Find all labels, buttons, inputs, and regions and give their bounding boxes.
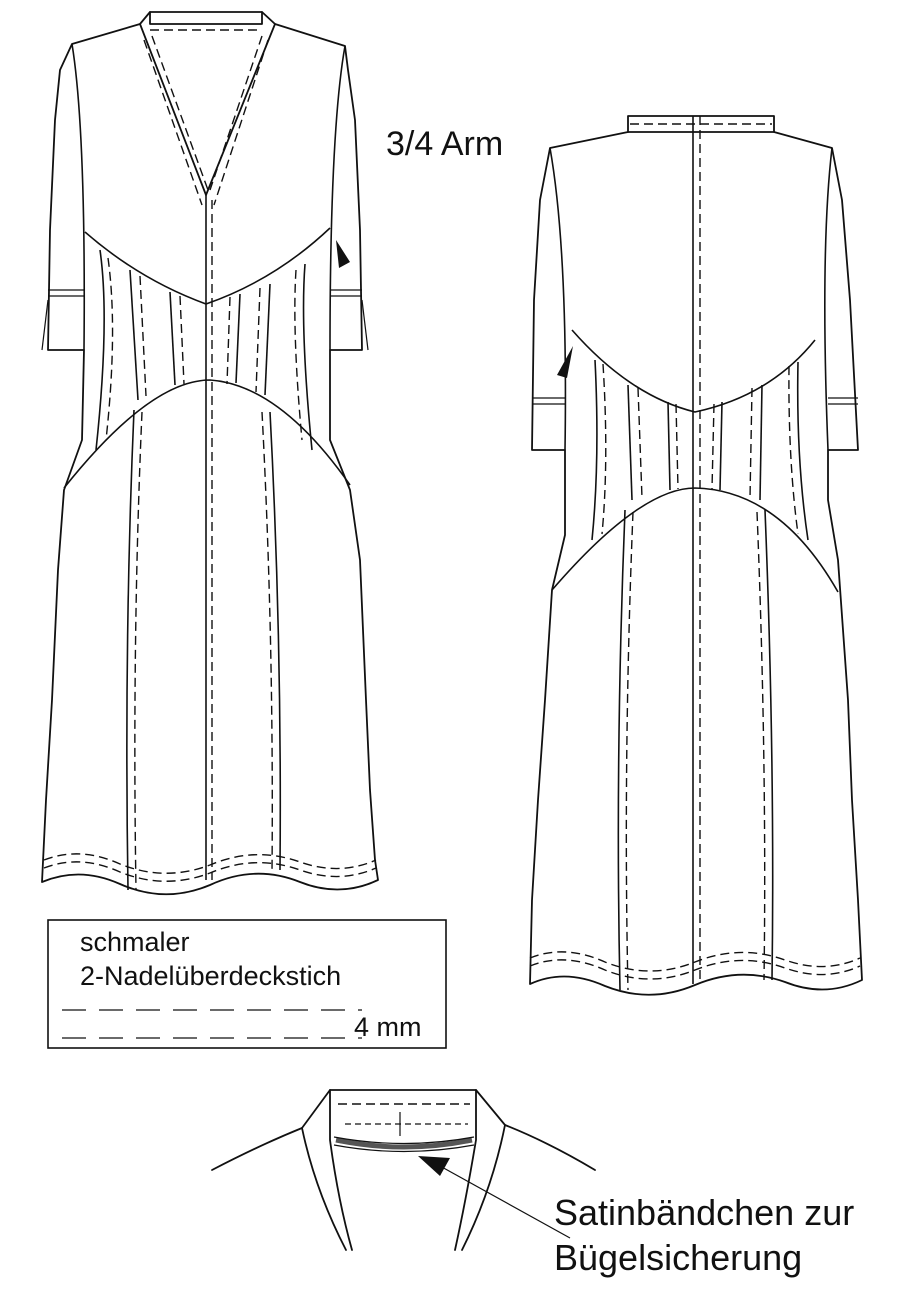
back-skirt-panels bbox=[617, 509, 774, 991]
satin-ribbon bbox=[335, 1137, 473, 1150]
front-dress-view bbox=[41, 11, 379, 896]
sleeve-length-label: 3/4 Arm bbox=[386, 125, 503, 163]
back-yoke-and-waist bbox=[551, 329, 839, 593]
back-sleeves bbox=[532, 147, 858, 451]
front-yoke-and-waist bbox=[63, 227, 351, 489]
front-hem-stitching bbox=[43, 853, 377, 882]
ribbon-note-line-1: Satinbändchen zur bbox=[554, 1192, 854, 1233]
front-collar bbox=[139, 11, 276, 880]
back-hem-stitching bbox=[529, 951, 861, 980]
stitch-legend: schmaler 2-Nadelüberdeckstich 4 mm bbox=[47, 919, 447, 1049]
collar-detail bbox=[211, 1089, 596, 1251]
front-skirt-panels bbox=[126, 409, 282, 891]
front-sleeves bbox=[41, 43, 369, 351]
front-outline bbox=[41, 11, 379, 896]
arrow-pointer-icon bbox=[418, 1156, 450, 1176]
back-collar bbox=[627, 116, 775, 984]
back-notch-marker bbox=[557, 346, 573, 378]
legend-line-1: schmaler bbox=[80, 927, 190, 957]
ribbon-note-line-2: Bügelsicherung bbox=[554, 1237, 802, 1278]
front-notch-marker bbox=[336, 240, 350, 268]
back-outline bbox=[529, 115, 863, 996]
ribbon-pointer-arrow bbox=[418, 1156, 571, 1239]
back-dress-view bbox=[529, 115, 863, 996]
legend-line-2: 2-Nadelüberdeckstich bbox=[80, 961, 341, 991]
legend-stitch-sample bbox=[62, 1009, 362, 1039]
legend-measure: 4 mm bbox=[354, 1012, 422, 1042]
